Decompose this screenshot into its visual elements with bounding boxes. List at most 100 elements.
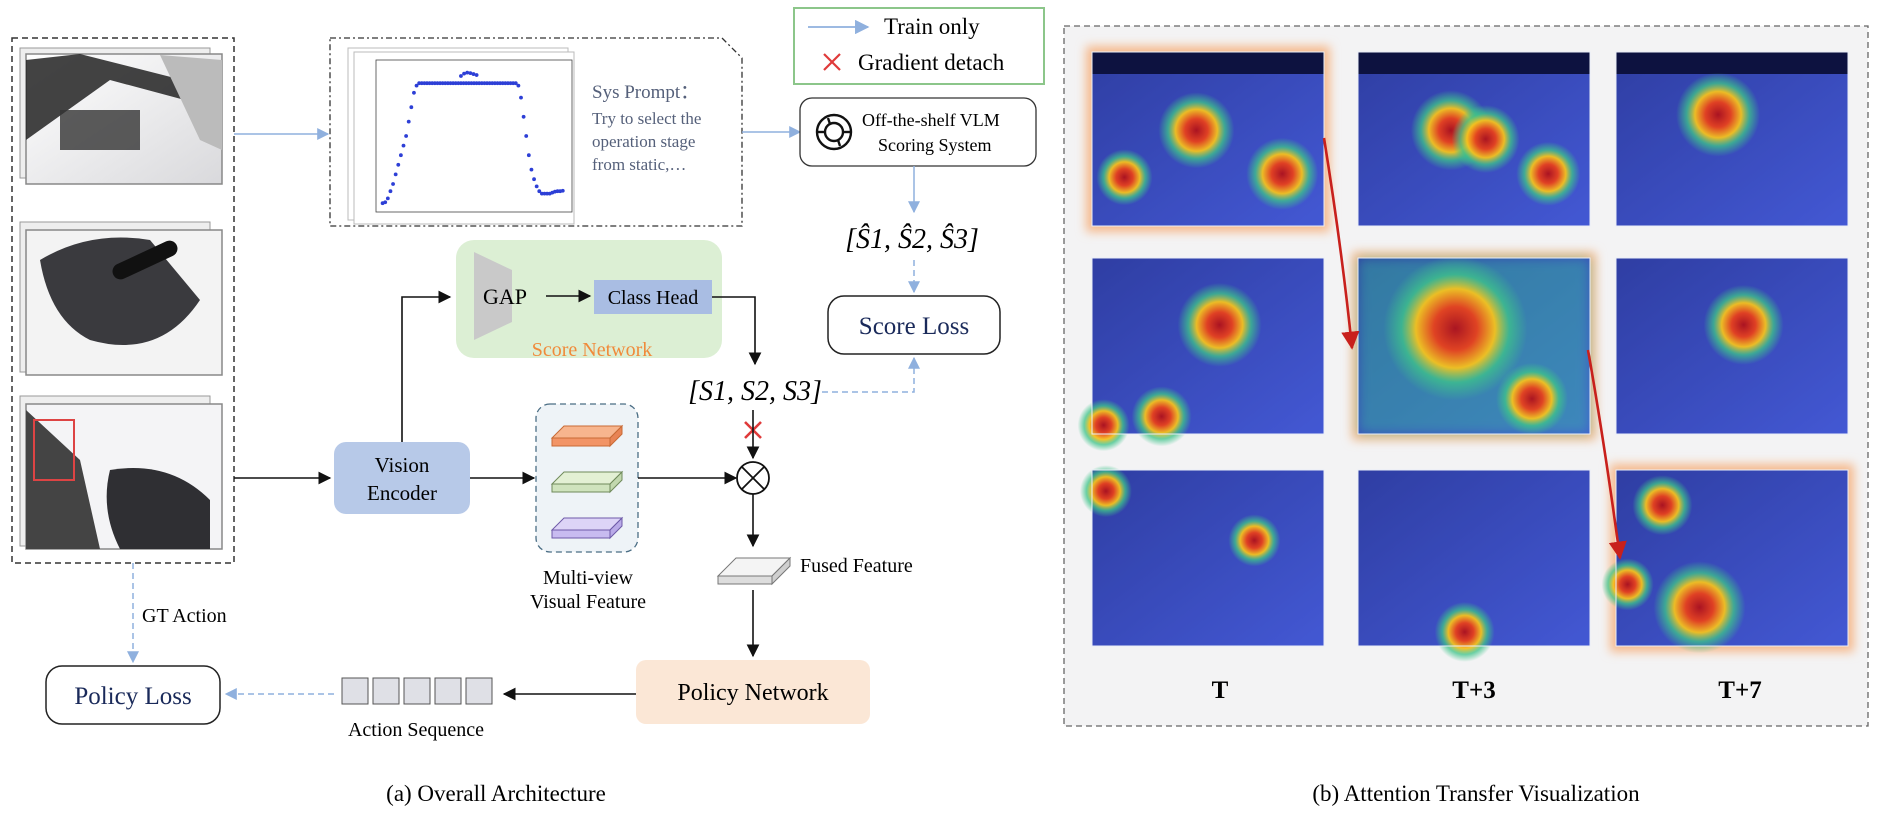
plot-point bbox=[529, 167, 534, 172]
plot-point-peak bbox=[459, 74, 463, 78]
actual-scores: [S1, S2, S3] bbox=[688, 376, 822, 407]
plot-point bbox=[532, 177, 536, 182]
plot-point bbox=[479, 81, 484, 86]
plot-point bbox=[385, 196, 390, 201]
plot-point bbox=[391, 182, 395, 186]
plot-point bbox=[469, 81, 474, 86]
feature-layer-purple bbox=[550, 516, 624, 540]
plot-point bbox=[419, 81, 424, 86]
plot-point bbox=[435, 81, 440, 86]
plot-point bbox=[498, 81, 503, 86]
column-label-t7: T+7 bbox=[1718, 677, 1761, 704]
prompt-line-2: operation stage bbox=[592, 132, 695, 151]
plot-point bbox=[456, 81, 461, 86]
openai-icon bbox=[815, 113, 853, 151]
plot-point-peak bbox=[474, 73, 479, 77]
plot-point bbox=[534, 184, 539, 189]
attention-transfer-arrow-2 bbox=[1586, 349, 1627, 560]
camera-view-3 bbox=[19, 395, 223, 550]
plot-point bbox=[542, 191, 547, 196]
predicted-scores: [Ŝ1, Ŝ2, Ŝ3] bbox=[845, 224, 979, 255]
plot-point-peak bbox=[468, 71, 473, 76]
plot-point bbox=[537, 189, 542, 194]
plot-point bbox=[432, 81, 437, 86]
prompt-box bbox=[329, 37, 743, 227]
fused-feature-slab bbox=[716, 556, 792, 586]
vlm-box bbox=[799, 97, 1037, 167]
camera-view-1 bbox=[19, 47, 223, 185]
vision-encoder-line-2: Encoder bbox=[367, 481, 437, 505]
plot-point bbox=[393, 172, 398, 177]
plot-point bbox=[438, 81, 442, 86]
prompt-line-3: from static,… bbox=[592, 155, 686, 174]
plot-point bbox=[445, 81, 450, 86]
plot-point bbox=[459, 81, 463, 86]
caption-right: (b) Attention Transfer Visualization bbox=[1312, 781, 1640, 806]
plot-point bbox=[401, 143, 406, 148]
input-views-frame bbox=[11, 37, 235, 564]
class-head-box bbox=[594, 280, 712, 314]
plot-point bbox=[448, 81, 453, 86]
plot-point bbox=[506, 81, 510, 86]
plot-point bbox=[487, 81, 492, 86]
plot-point bbox=[555, 189, 560, 194]
vision-encoder-line-1: Vision bbox=[375, 453, 430, 477]
column-label-t3: T+3 bbox=[1452, 677, 1495, 704]
plot-point bbox=[477, 81, 482, 86]
camera-view-2 bbox=[19, 221, 223, 376]
plot-point bbox=[412, 90, 416, 95]
plot-point bbox=[495, 81, 500, 86]
action-sequence-blocks bbox=[341, 677, 493, 705]
plot-point bbox=[474, 81, 479, 86]
attention-transfer-arrow-1 bbox=[1322, 137, 1360, 350]
attention-heatmap-tile bbox=[1357, 51, 1591, 227]
plot-point bbox=[451, 81, 456, 86]
attention-heatmap-tile bbox=[1077, 257, 1325, 452]
plot-point bbox=[500, 81, 505, 86]
plot-point bbox=[383, 200, 388, 205]
multiview-label-line-2: Visual Feature bbox=[530, 591, 646, 613]
plot-point bbox=[425, 81, 429, 86]
action-sequence-label: Action Sequence bbox=[348, 719, 484, 741]
plot-point bbox=[422, 81, 427, 86]
policy-network-label: Policy Network bbox=[677, 680, 828, 706]
plot-point bbox=[388, 189, 393, 194]
gap-label: GAP bbox=[483, 284, 527, 309]
plot-point bbox=[526, 153, 531, 158]
plot-point bbox=[414, 83, 419, 88]
plot-point bbox=[453, 81, 458, 86]
plot-point bbox=[440, 81, 445, 86]
plot-point bbox=[472, 81, 476, 86]
feature-layer-green bbox=[550, 470, 624, 494]
fused-feature-label: Fused Feature bbox=[800, 555, 913, 577]
stage-plot bbox=[375, 59, 573, 213]
plot-point-peak bbox=[465, 70, 470, 75]
score-network-label: Score Network bbox=[532, 339, 653, 361]
feature-layer-orange bbox=[550, 424, 624, 448]
legend-train-only: Train only bbox=[884, 14, 980, 39]
plot-point bbox=[508, 81, 513, 86]
attention-heatmap-tile bbox=[1357, 469, 1591, 662]
legend-gradient-detach: Gradient detach bbox=[858, 50, 1005, 75]
plot-point bbox=[427, 81, 432, 86]
legend-box bbox=[793, 7, 1045, 85]
plot-point bbox=[396, 162, 401, 167]
column-label-t: T bbox=[1212, 677, 1229, 704]
score-loss-label: Score Loss bbox=[859, 313, 969, 340]
gap-trapezoid bbox=[474, 252, 512, 340]
plot-point-peak bbox=[471, 72, 476, 76]
plot-point bbox=[461, 81, 466, 86]
plot-point bbox=[409, 105, 414, 110]
plot-point bbox=[503, 81, 508, 86]
plot-point bbox=[485, 81, 489, 86]
plot-point bbox=[560, 188, 565, 193]
plot-point bbox=[516, 83, 521, 88]
policy-network-box bbox=[636, 660, 870, 724]
prompt-line-1: Try to select the bbox=[592, 109, 701, 128]
plot-point bbox=[482, 81, 487, 86]
prompt-title: Sys Prompt： bbox=[592, 82, 699, 103]
plot-point bbox=[417, 81, 422, 86]
policy-loss-label: Policy Loss bbox=[74, 683, 191, 710]
plot-point bbox=[511, 81, 516, 86]
